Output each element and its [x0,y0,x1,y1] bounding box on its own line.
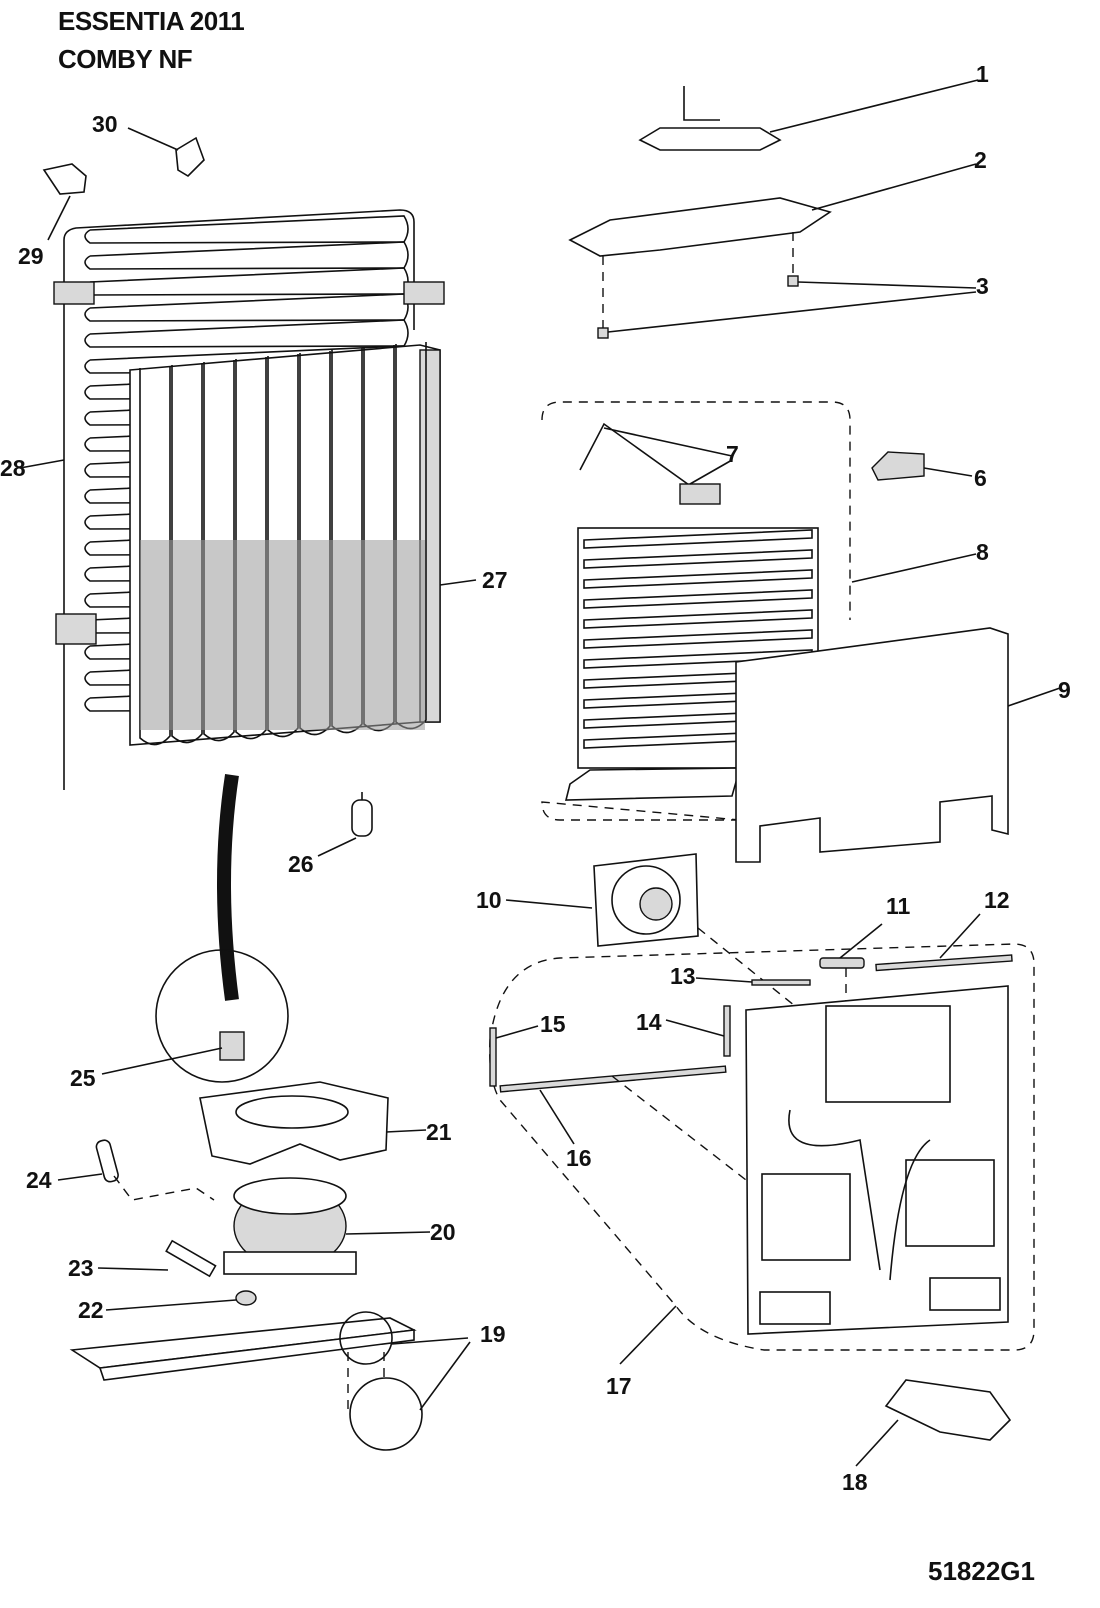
callout-27: 27 [482,567,508,593]
callout-30: 30 [92,111,118,137]
clip-part-11 [819,923,883,1002]
callout-21: 21 [426,1119,452,1145]
fan-part-10 [505,853,801,1011]
callout-22: 22 [78,1297,104,1323]
pipe-part-24 [57,1139,215,1201]
callout-14: 14 [636,1009,662,1035]
strip-part-13 [695,977,811,986]
hose-part-25 [101,773,289,1083]
clip-part-6 [871,451,973,481]
back-panel-part-17 [489,943,1035,1365]
callout-8: 8 [976,539,989,565]
spacer-part-29 [42,163,87,241]
callout-24: 24 [26,1167,52,1193]
grommet-part-22 [105,1290,257,1311]
strip-part-15 [489,1025,539,1087]
base-plate-part-19 [69,1311,471,1451]
callout-9: 9 [1058,677,1071,703]
callout-17: 17 [606,1373,632,1399]
callout-12: 12 [984,887,1010,913]
callout-28: 28 [0,455,26,481]
callout-20: 20 [430,1219,456,1245]
callout-19: 19 [480,1321,506,1347]
filter-drier-part-26 [317,792,373,857]
callout-6: 6 [974,465,987,491]
callout-23: 23 [68,1255,94,1281]
compressor-part-20 [223,1177,431,1275]
screw-part-3 [597,232,977,339]
callout-29: 29 [18,243,44,269]
callout-3: 3 [976,273,989,299]
clamp-part-23 [97,1239,217,1278]
callout-26: 26 [288,851,314,877]
capillary-bracket-part-1 [638,79,979,151]
drawing-code: 51822G1 [928,1556,1035,1586]
evaporator-cover-part-9 [735,627,1061,863]
condenser-plate-part-27 [129,342,477,746]
callout-2: 2 [974,147,987,173]
callout-15: 15 [540,1011,566,1037]
callout-25: 25 [70,1065,96,1091]
callout-18: 18 [842,1469,868,1495]
strip-part-16 [499,1065,747,1181]
callout-13: 13 [670,963,696,989]
drip-tray-part-21 [199,1081,427,1165]
callout-16: 16 [566,1145,592,1171]
callout-10: 10 [476,887,502,913]
callout-7: 7 [726,441,739,467]
diagram-title: ESSENTIA 2011 [58,6,245,36]
spacer-part-30 [127,127,205,178]
strip-part-14 [665,1005,731,1057]
diagram-subtitle: COMBY NF [58,44,193,74]
strip-part-12 [875,913,1013,972]
support-bracket-part-2 [568,163,977,257]
callout-1: 1 [976,61,989,87]
callout-11: 11 [886,893,911,919]
bracket-part-18 [855,1379,1012,1467]
